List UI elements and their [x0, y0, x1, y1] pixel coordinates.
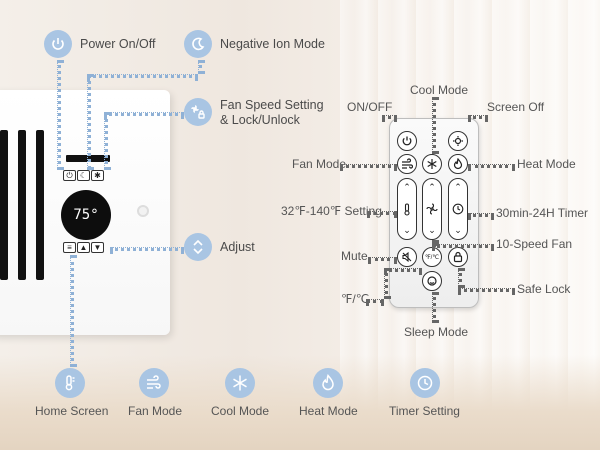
clock-icon	[410, 368, 440, 398]
display-temperature: 75°	[73, 207, 99, 223]
remote-heat-mode-button[interactable]	[448, 154, 468, 174]
power-label: Power On/Off	[80, 37, 156, 51]
remote-screen-off-button[interactable]	[448, 131, 468, 151]
heat-mode-callout: Heat Mode	[517, 157, 576, 171]
sleep-mode-callout: Sleep Mode	[404, 325, 469, 339]
adjust-label: Adjust	[220, 240, 255, 254]
temp-setting-line	[367, 211, 397, 215]
home-screen-label: Home Screen	[35, 404, 109, 418]
unit-line-h2	[384, 268, 422, 272]
heat-mode-label: Heat Mode	[299, 404, 358, 418]
remote-mute-button[interactable]	[397, 247, 417, 267]
heater-fan-lock-button[interactable]: ✱	[91, 170, 104, 181]
remote-cool-mode-button[interactable]	[422, 154, 442, 174]
lock-unlock-label: & Lock/Unlock	[220, 113, 300, 127]
power-connector	[57, 60, 61, 170]
safe-lock-line-h	[458, 288, 515, 292]
negative-ion-label: Negative Ion Mode	[220, 37, 325, 51]
cool-mode-line	[432, 97, 436, 154]
fan-icon	[426, 203, 438, 215]
clock-icon	[452, 203, 464, 215]
fan-lock-icon	[184, 98, 212, 126]
fan-wind-icon	[139, 368, 169, 398]
ion-connector-v2	[87, 74, 91, 170]
screen-off-callout: Screen Off	[487, 100, 545, 114]
ten-speed-fan-callout: 10-Speed Fan	[496, 237, 573, 251]
ion-connector-h	[87, 74, 198, 78]
heater-bottom-buttons: ≡ ▲ ▼	[63, 242, 104, 253]
remote-fan-mode-button[interactable]	[397, 154, 417, 174]
adjust-icon	[184, 233, 212, 261]
cool-mode-label: Cool Mode	[211, 404, 270, 418]
remote-fan-speed-pill: ⌃ ⌄	[422, 178, 442, 240]
flame-icon	[313, 368, 343, 398]
timer-down-icon[interactable]: ⌄	[454, 225, 462, 235]
mute-line	[368, 257, 397, 261]
power-icon	[44, 30, 72, 58]
remote-unit-button[interactable]: ℉/℃	[422, 247, 442, 267]
fan-mode-callout: Fan Mode	[292, 157, 347, 171]
on-off-line	[382, 115, 397, 119]
remote-lock-button[interactable]	[448, 247, 468, 267]
home-connector	[70, 255, 74, 367]
heater-grille	[36, 130, 44, 280]
thermometer-icon	[404, 203, 410, 216]
thermometer-icon	[55, 368, 85, 398]
cool-mode-callout: Cool Mode	[410, 83, 469, 97]
timer-callout: 30min-24H Timer	[496, 206, 589, 220]
heater-power-button[interactable]: ⏻	[63, 170, 76, 181]
negative-ion-icon	[184, 30, 212, 58]
safe-lock-callout: Safe Lock	[517, 282, 571, 296]
adjust-connector	[110, 247, 184, 251]
unit-toggle-callout: ℉/℃	[341, 292, 370, 306]
heater-ion-button[interactable]: ☾	[77, 170, 90, 181]
fan-connector-v	[104, 112, 108, 170]
fan-mode-label: Fan Mode	[128, 404, 183, 418]
remote-power-button[interactable]	[397, 131, 417, 151]
remote-sleep-button[interactable]	[422, 271, 442, 291]
on-off-callout: ON/OFF	[347, 100, 393, 114]
fan-speed-label: Fan Speed Setting	[220, 98, 324, 112]
timer-line	[468, 213, 494, 217]
timer-up-icon[interactable]: ⌃	[454, 182, 462, 192]
heater-grille	[0, 130, 8, 280]
temp-setting-callout: 32℉-140℉ Setting	[281, 204, 382, 218]
ten-speed-line-h	[432, 244, 494, 248]
fan-mode-line	[340, 164, 397, 168]
fan-up-icon[interactable]: ⌃	[428, 182, 436, 192]
snowflake-icon	[225, 368, 255, 398]
screen-off-line	[468, 115, 488, 119]
heater-menu-button[interactable]: ≡	[63, 242, 76, 253]
temp-down-icon[interactable]: ⌄	[403, 225, 411, 235]
ion-connector-v	[198, 60, 202, 74]
heat-mode-line	[468, 164, 515, 168]
fan-connector-h	[104, 112, 184, 116]
remote-temp-pill: ⌃ ⌄	[397, 178, 417, 240]
unit-button-text: ℉/℃	[424, 254, 440, 261]
timer-setting-label: Timer Setting	[389, 404, 460, 418]
mute-callout: Mute	[341, 249, 368, 263]
fan-down-icon[interactable]: ⌄	[428, 225, 436, 235]
heater-down-button[interactable]: ▼	[91, 242, 104, 253]
unit-line-h	[366, 299, 384, 303]
heater-grille	[18, 130, 26, 280]
heater-mount-knob	[137, 205, 149, 217]
floor	[0, 355, 600, 450]
heater-up-button[interactable]: ▲	[77, 242, 90, 253]
remote-timer-pill: ⌃ ⌄	[448, 178, 468, 240]
sleep-mode-line	[432, 292, 436, 323]
heater-top-buttons: ⏻ ☾ ✱	[63, 170, 104, 181]
heater-temp-display: 75°	[61, 190, 111, 240]
unit-line-v	[384, 268, 388, 299]
safe-lock-line-v	[458, 268, 462, 288]
temp-up-icon[interactable]: ⌃	[403, 182, 411, 192]
